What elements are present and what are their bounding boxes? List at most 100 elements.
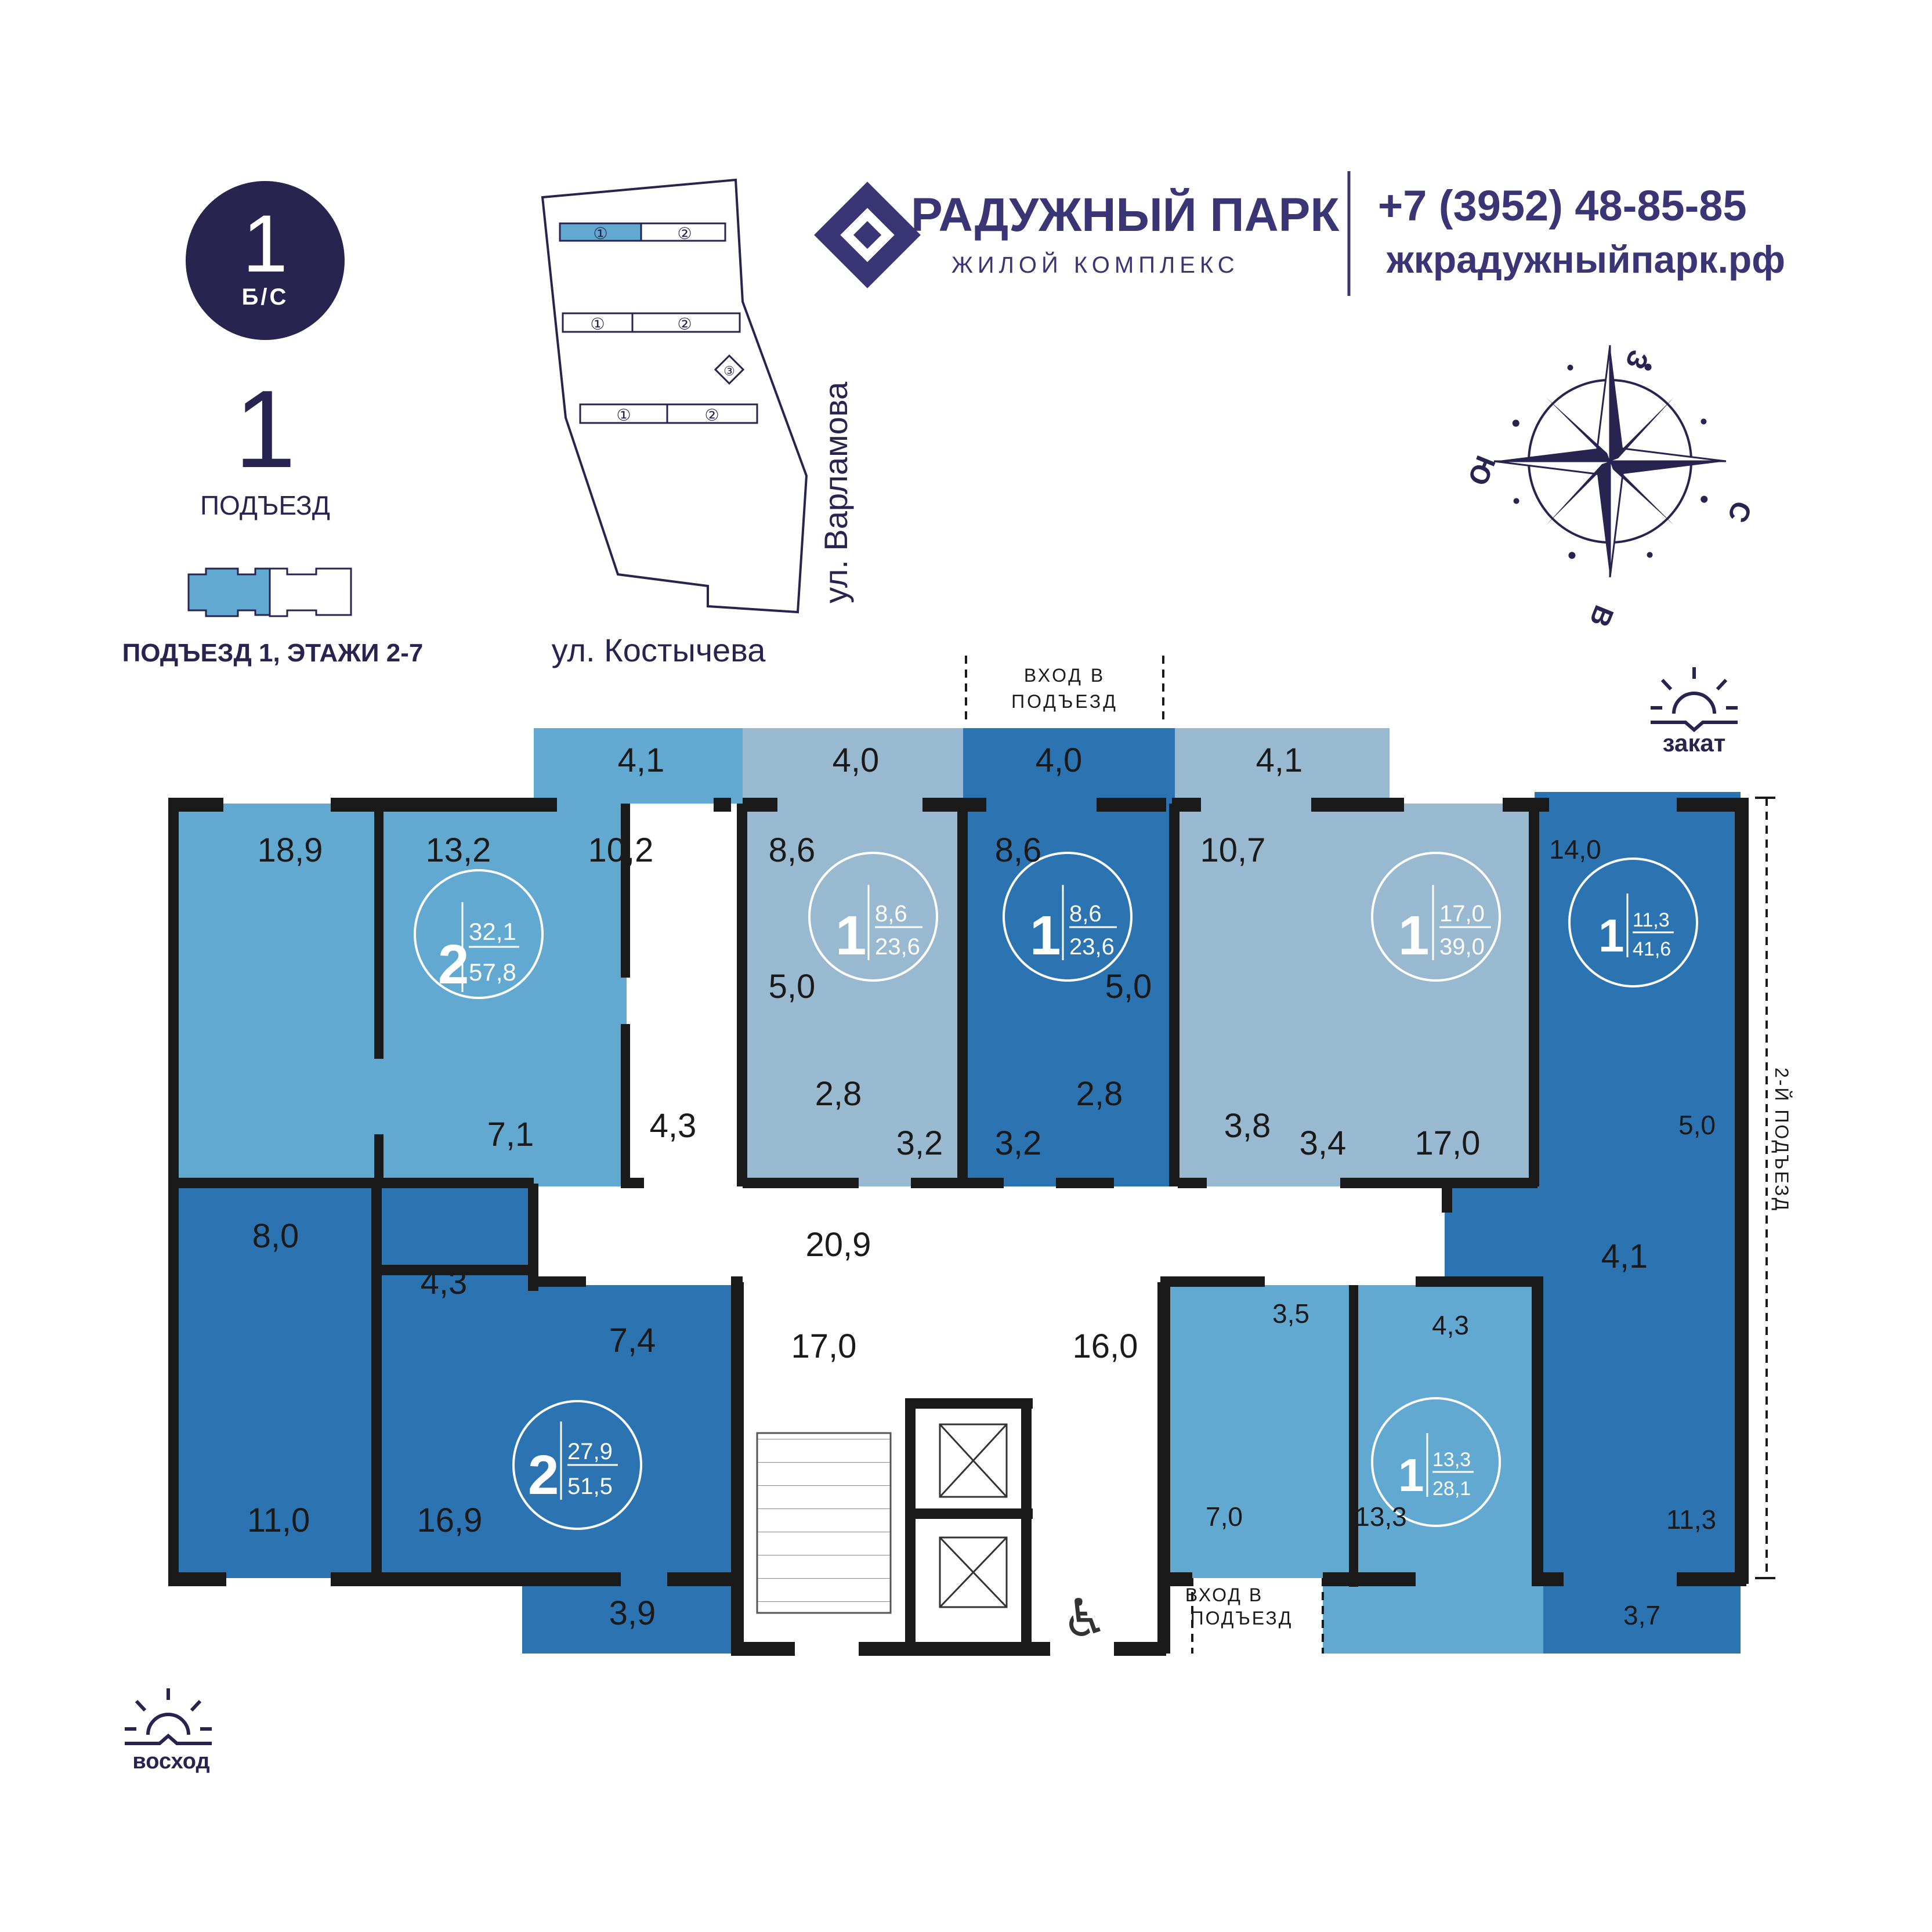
site-mark: ① — [590, 315, 605, 333]
staircase-icon — [756, 1432, 892, 1614]
room-area: 4,0 — [1036, 741, 1083, 779]
room-area: 3,4 — [1300, 1124, 1347, 1162]
room-area: 4,3 — [650, 1107, 697, 1145]
apt-2room-57-8 — [174, 804, 627, 1186]
room-area: 17,0 — [791, 1327, 857, 1365]
balcony-apt-2 — [743, 728, 963, 804]
compass-rose-icon — [1493, 345, 1727, 578]
site-mark: ③ — [723, 364, 735, 378]
apt-living-area: 8,6 — [875, 901, 907, 927]
apt-rooms: 1 — [1598, 910, 1625, 961]
building-badge: 1 Б/С — [186, 181, 345, 340]
entry-top-line2: ПОДЪЕЗД — [1011, 691, 1118, 712]
entrance-number: 1 — [234, 368, 296, 491]
balcony-apt-4 — [1175, 728, 1390, 804]
brand-name: РАДУЖНЫЙ ПАРК — [911, 188, 1340, 241]
entry-top-line1: ВХОД В — [1024, 665, 1105, 686]
contact-phone[interactable]: +7 (3952) 48-85-85 — [1378, 182, 1747, 230]
apt-1room-23-6-a — [743, 804, 963, 1186]
apt-1room-41-6 — [1445, 792, 1741, 1578]
apt-rooms: 1 — [835, 905, 866, 967]
apt-rooms: 1 — [1398, 1449, 1424, 1501]
contact-website[interactable]: жкрадужныйпарк.рф — [1386, 238, 1785, 281]
room-area: 17,0 — [1415, 1124, 1481, 1162]
sunset-label: закат — [1663, 729, 1726, 757]
apt-label-51-5: 2 27,9 51,5 — [528, 1421, 618, 1506]
compass-west: З — [1619, 346, 1654, 374]
room-area: 3,2 — [995, 1124, 1042, 1162]
room-area: 4,3 — [421, 1264, 468, 1301]
balcony-apt-3 — [963, 728, 1175, 804]
room-area: 4,1 — [1256, 741, 1303, 779]
site-mark: ① — [593, 225, 607, 243]
room-area: 7,4 — [609, 1322, 656, 1359]
room-area: 13,2 — [426, 831, 491, 869]
sunset-icon — [1651, 667, 1738, 732]
room-area: 7,0 — [1206, 1502, 1243, 1532]
apt-2room-51-5 — [174, 1186, 743, 1578]
apt-total-area: 41,6 — [1633, 938, 1671, 960]
apt-rooms: 2 — [438, 934, 469, 996]
room-area: 8,6 — [995, 831, 1042, 869]
apt-total-area: 51,5 — [567, 1474, 613, 1499]
room-area: 16,0 — [1073, 1327, 1138, 1365]
apt-living-area: 11,3 — [1633, 909, 1670, 931]
apt-label-23-6-b: 1 8,6 23,6 — [1030, 885, 1117, 967]
apt-label-57-8: 2 32,1 57,8 — [438, 902, 519, 996]
apt-label-28-1: 1 13,3 28,1 — [1398, 1433, 1474, 1501]
site-plan: ① ② ① ② ③ ① ② ул. Варламова ул. Костычев… — [541, 178, 854, 668]
apt-label-41-6: 1 11,3 41,6 — [1598, 893, 1674, 961]
entry-bottom-label: ВХОД В ПОДЪЕЗД — [1185, 1584, 1293, 1629]
room-area: 3,5 — [1272, 1298, 1309, 1329]
sunrise-label: восход — [132, 1749, 209, 1774]
apt-living-area: 8,6 — [1069, 901, 1102, 927]
apt-living-area: 13,3 — [1432, 1449, 1471, 1471]
balcony-apt-1 — [534, 728, 743, 804]
room-area: 5,0 — [769, 968, 816, 1005]
apt-total-area: 23,6 — [875, 934, 920, 960]
room-area: 20,9 — [806, 1226, 871, 1264]
site-mark: ② — [677, 225, 692, 243]
apt-rooms: 1 — [1030, 905, 1061, 967]
entrance-label: ПОДЪЕЗД — [200, 490, 330, 520]
room-area: 7,1 — [487, 1116, 534, 1153]
room-area: 5,0 — [1678, 1110, 1716, 1140]
room-area: 2,8 — [815, 1075, 862, 1113]
room-area: 11,0 — [247, 1502, 310, 1539]
apt-1room-23-6-b — [963, 804, 1175, 1186]
site-building-4b — [666, 403, 758, 424]
apt-living-area: 17,0 — [1439, 901, 1485, 927]
apt-total-area: 23,6 — [1069, 934, 1115, 960]
room-area: 4,1 — [1601, 1238, 1648, 1275]
room-area: 14,0 — [1549, 834, 1601, 864]
room-area: 3,8 — [1224, 1107, 1271, 1145]
street-kostycheva: ул. Костычева — [552, 632, 766, 668]
apt-total-area: 28,1 — [1432, 1478, 1471, 1500]
apt-total-area: 57,8 — [469, 958, 516, 986]
room-area: 3,7 — [1623, 1600, 1660, 1630]
room-area: 8,0 — [252, 1217, 299, 1255]
apt-living-area: 32,1 — [469, 918, 516, 945]
room-area: 3,2 — [896, 1124, 943, 1162]
site-building-4a — [579, 403, 668, 424]
entry-bottom-line2: ПОДЪЕЗД — [1191, 1608, 1293, 1629]
entry-bottom-line1: ВХОД В — [1185, 1584, 1263, 1605]
apt-rooms: 1 — [1398, 905, 1429, 967]
site-building-2b — [631, 312, 741, 333]
apt-label-39-0: 1 17,0 39,0 — [1398, 885, 1491, 967]
street-varlamova: ул. Варламова — [817, 381, 854, 603]
apt-total-area: 39,0 — [1439, 934, 1485, 960]
room-area: 4,1 — [618, 741, 665, 779]
compass-south: Ю — [1461, 451, 1501, 490]
balcony-apt-51-5 — [522, 1575, 743, 1654]
building-number: 1 — [243, 198, 288, 289]
corridor — [534, 1186, 1445, 1285]
brand-tagline: ЖИЛОЙ КОМПЛЕКС — [951, 251, 1239, 278]
floor-plan: ♿ — [168, 656, 1775, 1656]
wheelchair-icon: ♿ — [1062, 1590, 1109, 1648]
second-entrance-label: 2-Й ПОДЪЕЗД — [1771, 1068, 1792, 1212]
apt-rooms: 2 — [528, 1444, 559, 1506]
entry-top-label: ВХОД В ПОДЪЕЗД — [1011, 665, 1118, 712]
apt-living-area: 27,9 — [567, 1439, 613, 1464]
